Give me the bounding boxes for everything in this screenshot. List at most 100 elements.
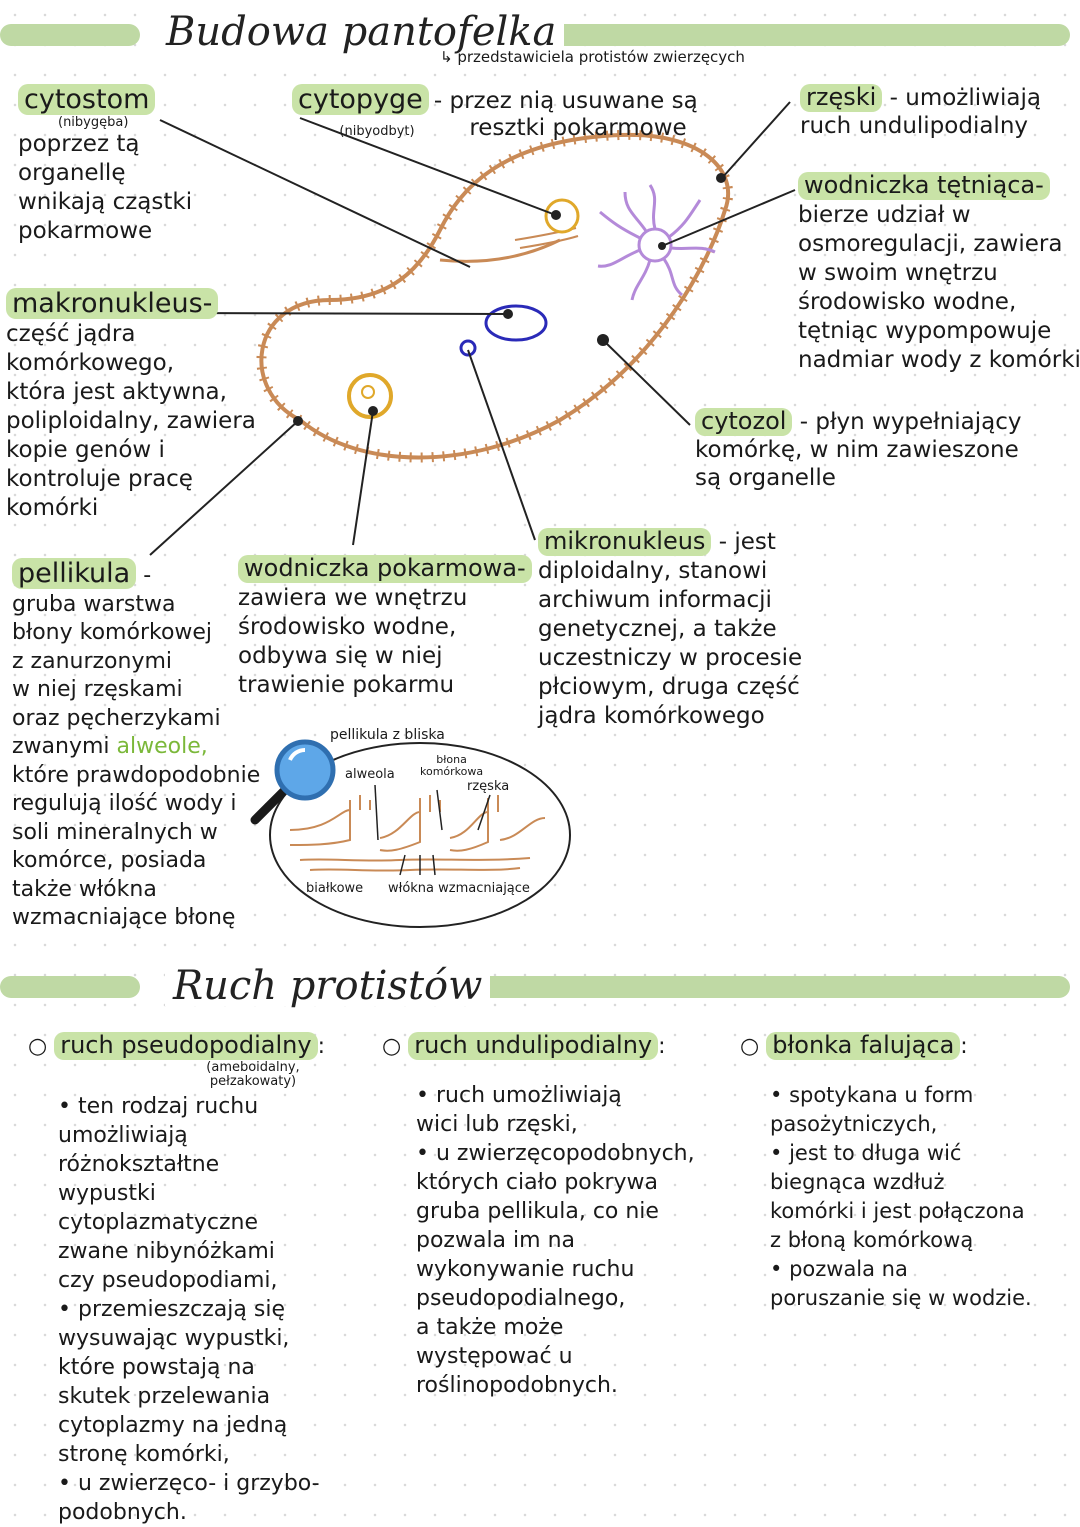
section2-bar-left — [0, 976, 140, 998]
sub-cytopyge: (nibyodbyt) — [339, 124, 415, 140]
mak-line-6: kontroluje pracę — [6, 466, 193, 492]
pel-line-12: wzmacniające błonę — [12, 905, 236, 930]
arrow-icon: ↳ — [440, 48, 458, 66]
column-pseudopodialny: ○ ruch pseudopodialny: (ameboidalny, peł… — [28, 1031, 348, 1527]
cytostom-line-3: wnikają cząstki — [18, 188, 193, 215]
header-bar-left — [0, 24, 140, 46]
zoom-label-blona: błona komórkowa — [420, 753, 484, 778]
heading-pseudopodialny: ruch pseudopodialny — [54, 1031, 318, 1060]
pel-line-9: soli mineralnych w — [12, 819, 218, 845]
leader-lines — [149, 101, 796, 556]
wp-line-3: odbywa się w niej — [238, 643, 443, 669]
mik-line-3: archiwum informacji — [538, 587, 772, 613]
blonka-line-8: poruszanie się w wodzie. — [770, 1286, 1032, 1310]
term-mikronukleus: mikronukleus — [538, 527, 712, 556]
undu-line-4: których ciało pokrywa — [416, 1170, 659, 1195]
cell-cilia — [256, 129, 734, 463]
term-makronukleus: makronukleus- — [6, 288, 219, 320]
header-bar-right — [450, 24, 1070, 46]
pseudo-line-9: wysuwając wypustki, — [58, 1326, 290, 1352]
pel-line-11: także włókna — [12, 876, 157, 902]
sub-pseudopodialny: (ameboidalny, pełzakowaty) — [206, 1060, 300, 1089]
cytopyge-line-2: resztki pokarmowe — [469, 115, 687, 142]
label-cytozol: cytozol - płyn wypełniający komórkę, w n… — [695, 407, 1022, 492]
mak-line-2: komórkowego, — [6, 350, 175, 376]
cytostom-line-2: organellę — [18, 159, 126, 186]
pseudo-lines: ten rodzaj ruchu umożliwiają różnokształ… — [58, 1092, 348, 1527]
pseudo-line-15: podobnych. — [58, 1500, 187, 1526]
pel-line-4: w niej rzęskami — [12, 677, 183, 702]
pel-line-5: oraz pęcherzykami — [12, 705, 221, 731]
mik-line-1: - jest — [718, 529, 776, 555]
term-wodniczka-tetniaca: wodniczka tętniąca- — [798, 171, 1050, 200]
label-cytopyge: cytopyge - przez nią usuwane są (nibyodb… — [292, 84, 698, 141]
term-rzeski: rzęski — [800, 83, 883, 112]
undu-line-6: pozwala im na — [416, 1228, 575, 1253]
blonka-line-4: biegnąca wzdłuż — [770, 1170, 945, 1194]
blonka-line-6: z błoną komórkową — [770, 1228, 974, 1252]
blonka-line-5: komórki i jest połączona — [770, 1199, 1025, 1223]
pseudo-line-2: umożliwiają — [58, 1123, 188, 1149]
alveole-word: alweole, — [116, 734, 208, 759]
wp-line-1: zawiera we wnętrzu — [238, 585, 468, 611]
rzeski-line-2: ruch undulipodialny — [800, 113, 1029, 139]
pseudo-line-8: przemieszczają się — [58, 1295, 348, 1324]
mak-line-7: komórki — [6, 495, 99, 521]
zoom-label-pellikula: pellikula z bliska — [330, 727, 445, 743]
column-undulipodialny: ○ ruch undulipodialny: ruch umożliwiają … — [382, 1031, 722, 1400]
pel-line-2: błony komórkowej — [12, 620, 213, 645]
wt-line-4: środowisko wodne, — [798, 289, 1017, 315]
zoom-label-wlokna: włókna wzmacniające — [388, 881, 530, 896]
cytopyge-line-1: - przez nią usuwane są — [433, 88, 698, 114]
wt-line-5: tętniąc wypompowuje — [798, 318, 1052, 344]
pseudo-line-11: skutek przelewania — [58, 1384, 271, 1410]
pseudo-line-14: u zwierzęco- i grzybo- — [58, 1469, 348, 1498]
wt-line-2: osmoregulacji, zawiera — [798, 231, 1063, 257]
undu-line-9: a także może — [416, 1315, 564, 1340]
undu-line-11: roślinopodobnych. — [416, 1373, 618, 1398]
food-vacuole — [347, 373, 393, 419]
cytostom-line-1: poprzez tą — [18, 130, 140, 157]
blonka-line-7: pozwala na — [770, 1255, 1075, 1284]
zoom-label-bialkowe: białkowe — [306, 881, 364, 896]
mik-line-7: jądra komórkowego — [538, 703, 765, 729]
heading-undulipodialny: ruch undulipodialny — [408, 1031, 659, 1060]
pseudo-line-4: wypustki — [58, 1181, 156, 1207]
cytozol-line-1: - płyn wypełniający — [799, 409, 1022, 435]
mak-line-5: kopie genów i — [6, 437, 165, 463]
bullet-circle-icon: ○ — [28, 1034, 55, 1059]
bullet-circle-icon: ○ — [382, 1034, 409, 1059]
label-rzeski: rzęski - umożliwiają ruch undulipodialny — [800, 83, 1041, 140]
mik-line-6: płciowym, druga część — [538, 674, 800, 700]
zoom-label-alweola: alweola — [345, 767, 395, 782]
zoom-label-rzeska: rzęska — [467, 779, 510, 794]
undu-line-2: wici lub rzęski, — [416, 1112, 578, 1137]
wp-line-4: trawienie pokarmu — [238, 672, 455, 698]
wt-line-6: nadmiar wody z komórki — [798, 347, 1080, 373]
undu-line-3: u zwierzęcopodobnych, — [416, 1139, 722, 1168]
blonka-line-1: spotykana u form — [770, 1081, 1075, 1110]
undu-line-10: występować u — [416, 1344, 573, 1369]
subtitle-note: ↳ przedstawiciela protistów zwierzęcych — [440, 48, 745, 66]
wt-line-3: w swoim wnętrzu — [798, 260, 998, 286]
pel-line-6: zwanymi alweole, — [12, 734, 208, 759]
mak-line-1: część jądra — [6, 321, 136, 347]
contractile-vacuole — [597, 184, 716, 301]
pseudo-line-5: cytoplazmatyczne — [58, 1210, 258, 1236]
undu-line-7: wykonywanie ruchu — [416, 1257, 635, 1282]
heading-row-3: ○ błonka falująca: — [740, 1031, 968, 1060]
heading-row-2: ○ ruch undulipodialny: — [382, 1031, 666, 1060]
macronucleus — [484, 304, 548, 342]
mik-line-2: diploidalny, stanowi — [538, 558, 768, 584]
mik-line-4: genetycznej, a także — [538, 616, 777, 642]
undu-lines: ruch umożliwiają wici lub rzęski, u zwie… — [416, 1081, 722, 1400]
wt-line-1: bierze udział w — [798, 202, 971, 228]
cell-body — [256, 129, 734, 463]
blonka-line-3: jest to długa wić — [770, 1139, 1075, 1168]
blonka-line-2: pasożytniczych, — [770, 1112, 938, 1136]
cytozol-line-3: są organelle — [695, 465, 836, 491]
heading-blonka: błonka falująca — [766, 1031, 961, 1060]
bullet-circle-icon: ○ — [740, 1034, 767, 1059]
term-wodniczka-pokarmowa: wodniczka pokarmowa- — [238, 554, 532, 583]
